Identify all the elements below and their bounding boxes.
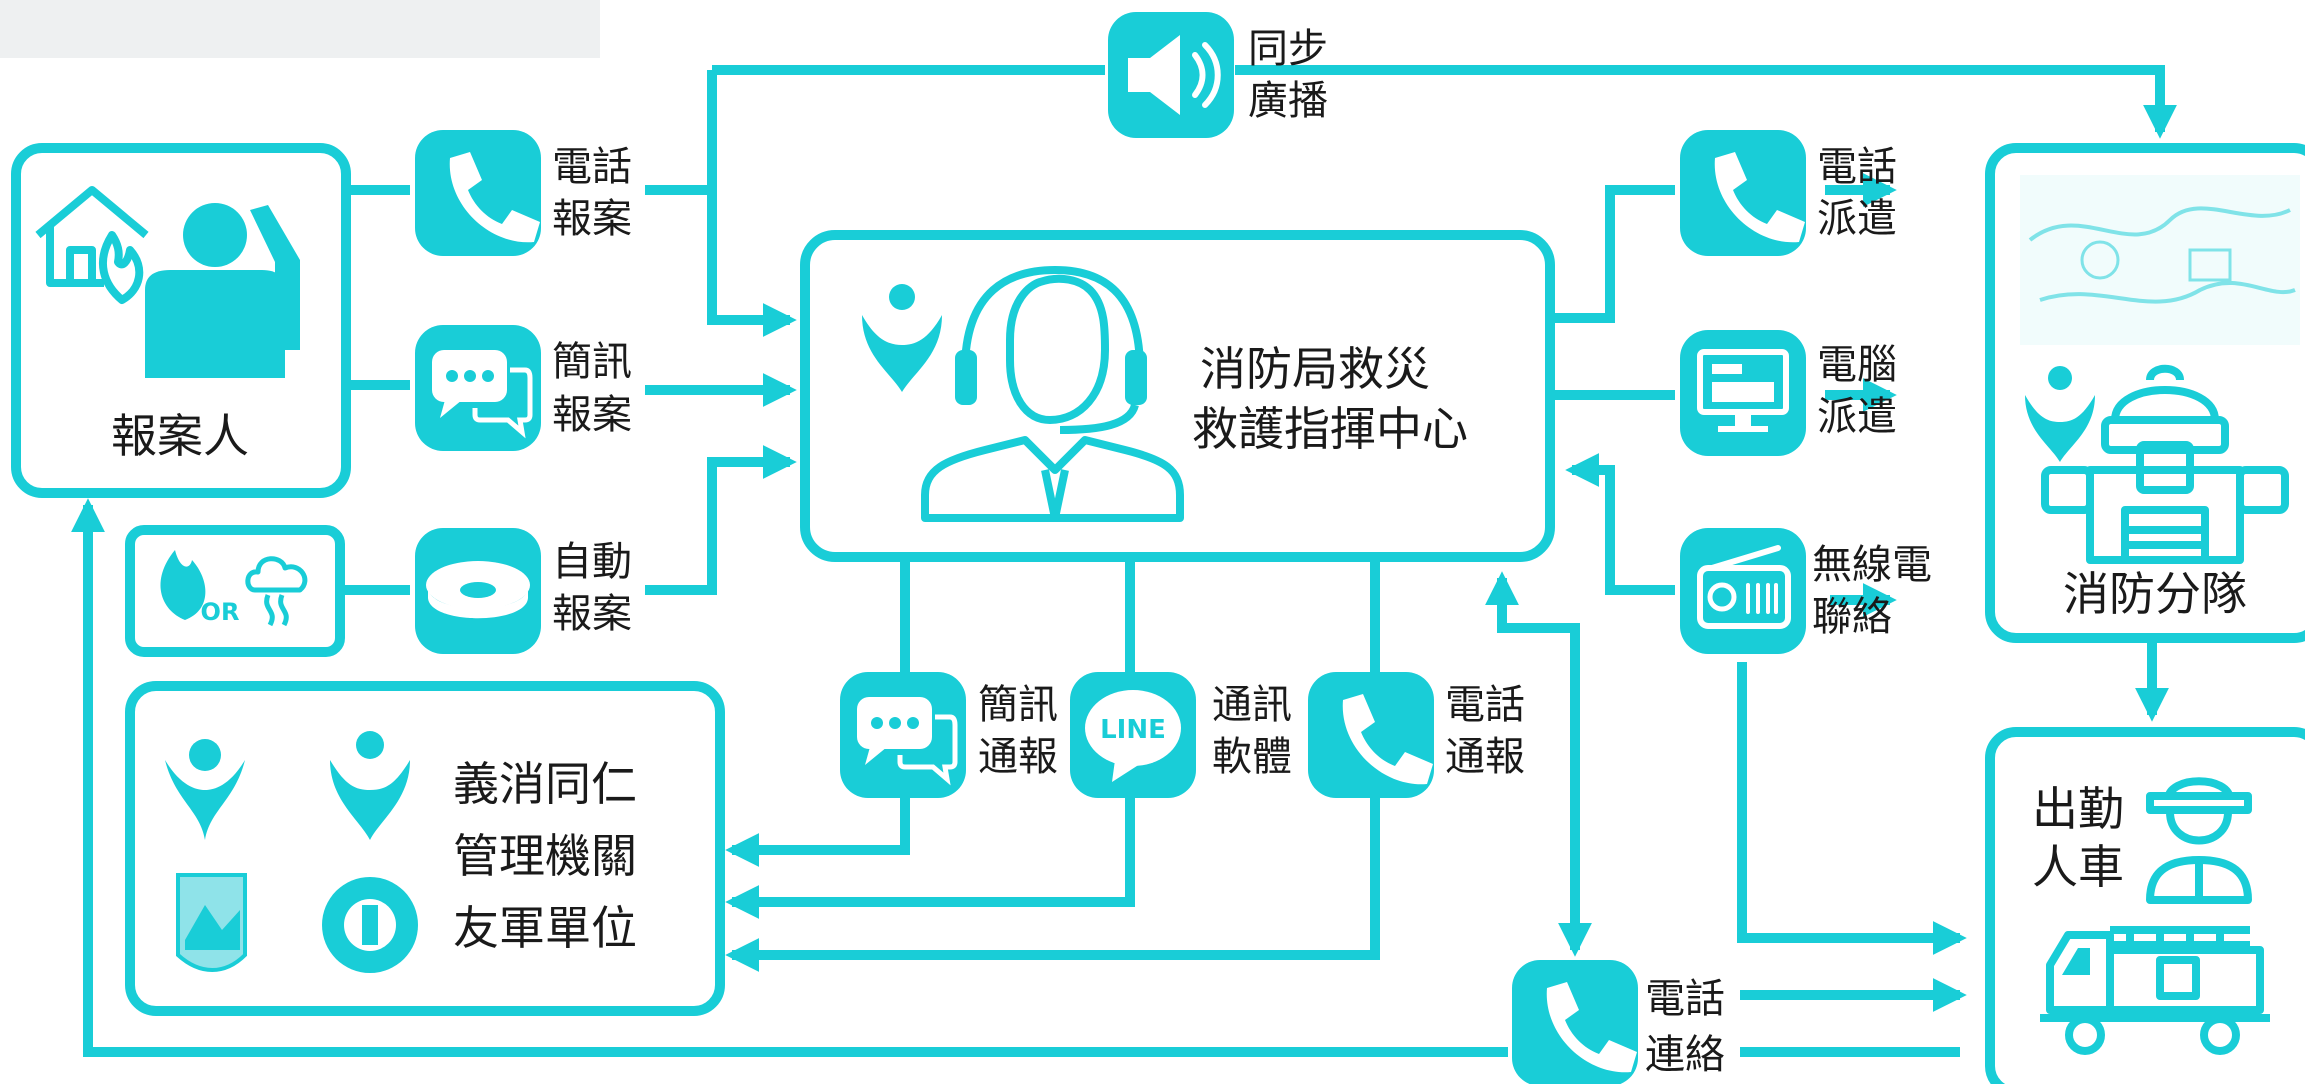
sms-icon [432, 350, 533, 439]
sms-notify-label-2: 通報 [978, 734, 1058, 780]
connector-lines [70, 65, 2178, 1057]
speaker-icon [1128, 35, 1221, 115]
phone-notify-label-2: 通報 [1445, 734, 1525, 780]
fire-station-icon [2041, 364, 2289, 564]
smoke-icon [245, 556, 308, 627]
phone-dispatch-channel: 電話 派遣 [1680, 130, 1897, 256]
background-panel [0, 0, 600, 58]
phone-contact-label-2: 連絡 [1645, 1032, 1725, 1078]
detector-source-node: OR [125, 525, 345, 657]
dispatch-label-line-1: 出勤 [2032, 782, 2124, 836]
broadcast-label-1: 同步 [1248, 26, 1328, 72]
flame-icon [160, 550, 206, 620]
phone-contact-label-1: 電話 [1645, 976, 1725, 1022]
phone-report-channel: 電話 報案 [415, 130, 632, 256]
firefighter-icon [2146, 777, 2252, 904]
auto-report-channel: 自動 報案 [415, 528, 632, 654]
phone-icon [449, 152, 540, 243]
agency-emblem [2025, 366, 2095, 462]
house-fire-icon [35, 186, 149, 304]
radio-icon [1697, 545, 1791, 629]
pc-dispatch-channel: 電腦 派遣 [1680, 330, 1897, 456]
line-app-icon: LINE [1085, 690, 1181, 782]
partners-line-3: 友軍單位 [453, 901, 637, 955]
phone-contact-channel: 電話 連絡 [1512, 960, 1738, 1084]
phone-icon [1546, 982, 1637, 1073]
radio-label-2: 聯絡 [1812, 594, 1892, 640]
phone-report-label-1: 電話 [552, 144, 632, 190]
broadcast-label-2: 廣播 [1248, 78, 1328, 124]
command-center-line-2: 救護指揮中心 [1192, 402, 1468, 456]
smoke-detector-icon [426, 561, 530, 619]
agency-emblem [330, 731, 410, 840]
partners-line-2: 管理機關 [453, 829, 637, 883]
auto-report-label-2: 報案 [552, 591, 632, 637]
partner-agencies-node: 義消同仁 管理機關 友軍單位 [125, 681, 725, 1016]
im-channel: LINE 通訊 軟體 [1070, 672, 1292, 798]
broadcast-channel: 同步 廣播 [1108, 12, 1328, 138]
agency-emblem [176, 873, 247, 972]
sms-report-label-2: 報案 [552, 392, 632, 438]
reporter-node: 報案人 [11, 143, 351, 498]
agency-emblem [862, 284, 942, 392]
fire-branch-label: 消防分隊 [2063, 567, 2247, 621]
phone-report-label-2: 報案 [552, 196, 632, 242]
pc-dispatch-label-2: 派遣 [1817, 394, 1897, 440]
sms-notify-label-1: 簡訊 [978, 682, 1058, 728]
dispatch-node: 出勤 人車 [1985, 727, 2305, 1084]
im-label-2: 軟體 [1212, 734, 1292, 780]
line-logo-text: LINE [1100, 715, 1166, 745]
auto-report-label-1: 自動 [552, 539, 632, 585]
sms-notify-channel: 簡訊 通報 [840, 672, 1058, 798]
or-label: OR [201, 598, 240, 626]
operator-headset-icon [921, 266, 1184, 522]
command-center-line-1: 消防局救災 [1200, 342, 1430, 396]
dispatch-label-line-2: 人車 [2032, 840, 2124, 894]
reporter-label: 報案人 [111, 409, 249, 463]
map-thumbnail [2020, 175, 2300, 345]
agency-emblem [165, 739, 245, 840]
phone-notify-label-1: 電話 [1445, 682, 1525, 728]
phone-icon [1714, 152, 1805, 243]
im-label-1: 通訊 [1212, 682, 1292, 728]
partners-line-1: 義消同仁 [453, 757, 637, 811]
pc-dispatch-label-1: 電腦 [1817, 342, 1897, 388]
fire-branch-node: 消防分隊 [1985, 143, 2305, 643]
phone-notify-channel: 電話 通報 [1308, 672, 1525, 798]
fire-truck-icon [2040, 926, 2270, 1055]
radio-channel: 無線電 聯絡 [1680, 528, 1932, 654]
phone-dispatch-label-1: 電話 [1817, 144, 1897, 190]
command-center-node: 消防局救災 救護指揮中心 [800, 230, 1555, 562]
monitor-icon [1697, 349, 1789, 432]
phone-icon [1342, 694, 1433, 785]
caller-person-icon [145, 203, 300, 378]
radio-label-1: 無線電 [1812, 542, 1932, 588]
sms-report-label-1: 簡訊 [552, 339, 632, 385]
sms-icon [857, 697, 958, 786]
agency-emblem [322, 877, 418, 973]
sms-report-channel: 簡訊 報案 [415, 325, 632, 451]
phone-dispatch-label-2: 派遣 [1817, 196, 1897, 242]
